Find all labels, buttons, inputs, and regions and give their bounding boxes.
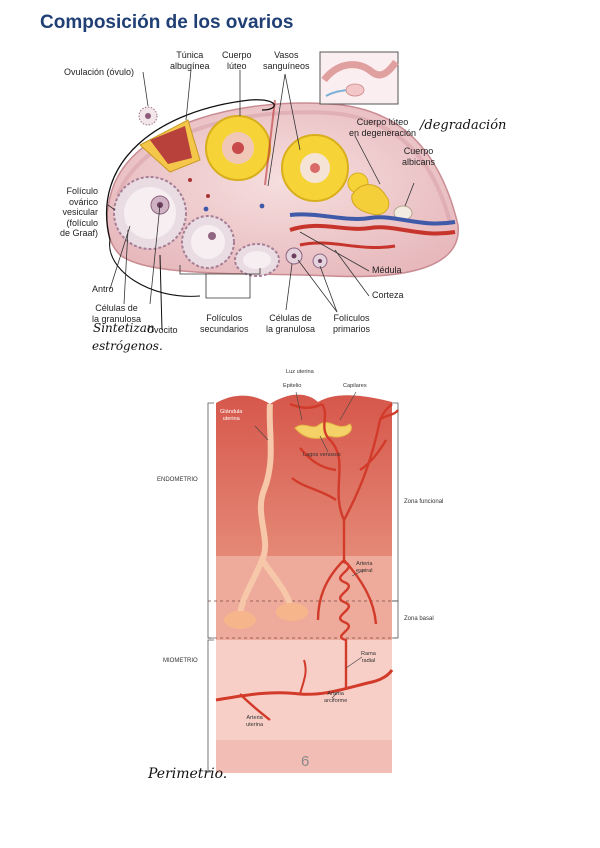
note-perimetrium: Perimetrio. [148, 766, 227, 782]
label-functional-zone: Zona funcional [404, 499, 443, 505]
label-basal-zone: Zona basal [404, 616, 434, 622]
label-venous-lakes: Lagos venosos [303, 452, 341, 459]
page-number: 6 [301, 753, 309, 770]
label-uterine-lumen: Luz uterina [286, 369, 314, 376]
label-capillaries: Capilares [343, 383, 367, 390]
label-epithelium: Epitelio [283, 383, 301, 390]
label-myometrium: MIOMETRIO [163, 658, 198, 664]
label-endometrium: ENDOMETRIO [157, 477, 198, 483]
